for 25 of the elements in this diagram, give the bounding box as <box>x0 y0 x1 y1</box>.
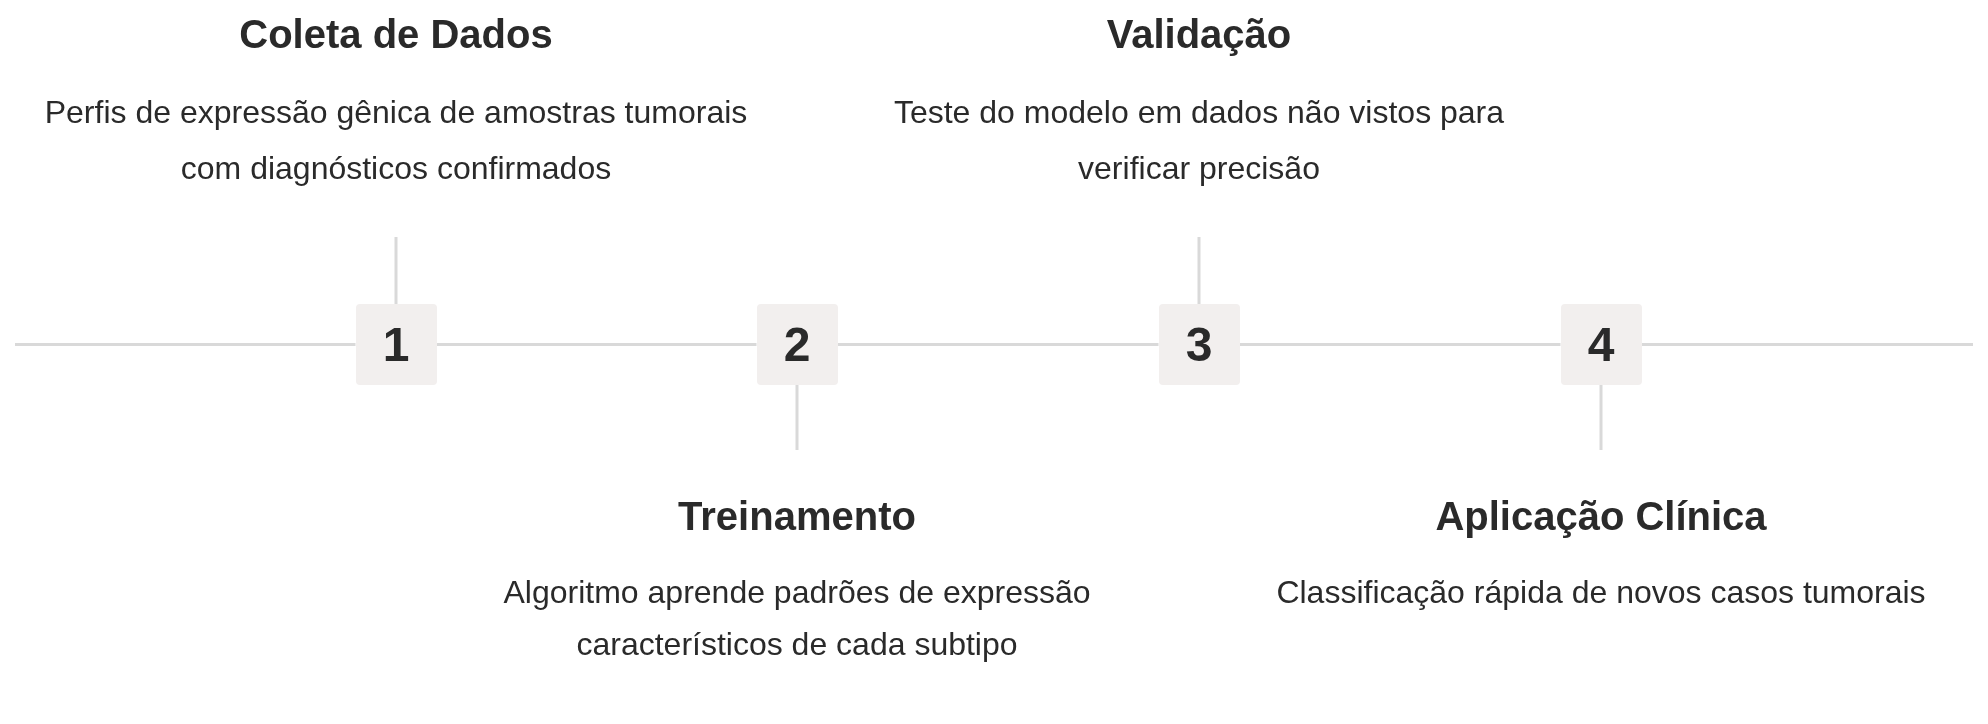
step-number-box <box>1158 304 1240 385</box>
step-number-box <box>1560 304 1642 385</box>
step-number-box <box>756 304 838 385</box>
step-description: Algoritmo aprende padrões de expressão característicos de cada subtipo <box>502 573 1092 664</box>
connector-line <box>1599 385 1603 450</box>
connector-line <box>795 385 799 450</box>
connector-line <box>837 343 1159 346</box>
step-description: Perfis de expressão gênica de amostras tumorais com diagnósticos confirmados <box>43 93 749 188</box>
step-number: 3 <box>1185 317 1213 372</box>
step-title: Treinamento <box>678 493 916 540</box>
connector-line <box>1239 343 1561 346</box>
connector-line <box>436 343 757 346</box>
timeline-line <box>1641 343 1973 346</box>
step-number: 4 <box>1587 317 1615 372</box>
step-title: Validação <box>1106 11 1292 58</box>
step-number: 1 <box>382 317 410 372</box>
step-description: Teste do modelo em dados não vistos para verificar precisão <box>892 93 1506 188</box>
step-title: Coleta de Dados <box>239 11 553 58</box>
step-number-box <box>355 304 437 385</box>
connector-line <box>1197 237 1201 304</box>
step-number: 2 <box>783 317 811 372</box>
step-title: Aplicação Clínica <box>1435 493 1767 540</box>
timeline-line <box>15 343 356 346</box>
step-description: Classificação rápida de novos casos tumorais <box>1275 573 1927 612</box>
connector-line <box>394 237 398 304</box>
